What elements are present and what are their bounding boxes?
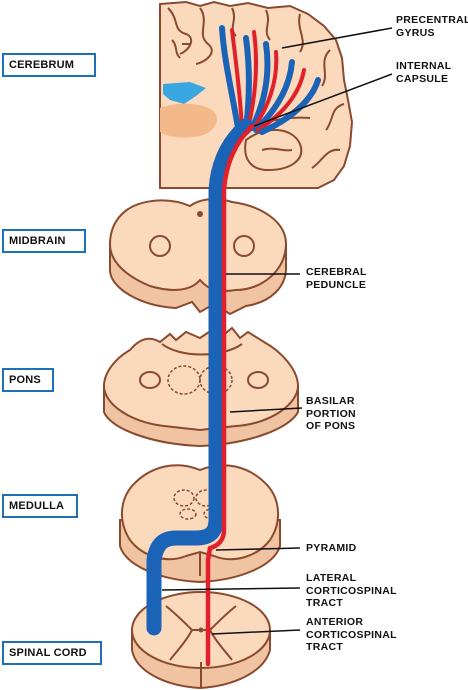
sulcus-1 (167, 7, 193, 55)
aqueduct (197, 211, 203, 217)
leader-lateral-tract (161, 587, 301, 591)
level-label-pons: PONS (2, 368, 54, 392)
level-label-cerebrum: CEREBRUM (2, 53, 96, 77)
label-basilar-pons: BASILAR PORTION OF PONS (306, 395, 356, 432)
pons-section (102, 326, 300, 448)
sulcus-5 (298, 13, 304, 53)
fourth-ventricle (161, 343, 243, 356)
pons-lobe-right (247, 371, 269, 389)
label-precentral-gyrus: PRECENTRAL GYRUS (396, 14, 468, 39)
fiber-red-2 (246, 30, 258, 130)
olive-left (173, 489, 195, 507)
level-label-midbrain: MIDBRAIN (2, 229, 86, 253)
leader-anterior-tract (211, 629, 301, 635)
fiber-red-3 (252, 50, 279, 130)
fiber-blue-1 (219, 25, 241, 131)
leader-basilar-pons (229, 407, 303, 413)
sulcus-7 (325, 103, 345, 131)
leader-internal-capsule (253, 73, 393, 127)
label-anterior-tract: ANTERIOR CORTICOSPINAL TRACT (306, 616, 397, 653)
pons-lobe-left (139, 371, 161, 389)
lateral-tract-fibers (146, 118, 254, 636)
temporal-lobe (244, 128, 303, 172)
corticospinal-tract (146, 118, 255, 667)
sulcus-4 (265, 9, 271, 41)
label-pyramid: PYRAMID (306, 542, 357, 554)
leader-precentral-gyrus (281, 27, 393, 49)
olive-lower-left (179, 508, 197, 520)
fiber-blue-4 (253, 59, 295, 133)
medulla-section (119, 464, 281, 584)
spinal-cord-section (131, 591, 271, 690)
leader-lines (161, 27, 393, 635)
leader-pyramid (215, 547, 301, 551)
temporal-sulcus (261, 147, 293, 152)
level-label-medulla: MEDULLA (2, 494, 78, 518)
central-canal (198, 627, 204, 633)
label-lateral-tract: LATERAL CORTICOSPINAL TRACT (306, 572, 397, 609)
midbrain-nucleus-right (233, 235, 255, 257)
level-label-spinal-cord: SPINAL CORD (2, 641, 102, 665)
cortical-fibers (219, 25, 321, 135)
anterior-tract-fibers (205, 123, 255, 667)
fiber-red-1 (230, 28, 244, 130)
label-internal-capsule: INTERNAL CAPSULE (396, 60, 452, 85)
basal-ganglia (160, 103, 217, 138)
midbrain-nucleus-left (149, 235, 171, 257)
label-cerebral-peduncle: CEREBRAL PEDUNCLE (306, 266, 367, 291)
pons-top (102, 326, 300, 432)
midbrain-section (108, 198, 288, 316)
sulcus-6 (321, 49, 331, 87)
sulcus-8 (311, 148, 341, 169)
midbrain-top (108, 198, 288, 292)
fiber-red-4 (256, 68, 306, 132)
fiber-blue-3 (249, 41, 271, 131)
lateral-ventricle (163, 82, 206, 104)
midline-fissure (171, 39, 190, 59)
fiber-blue-2 (243, 35, 252, 131)
fiber-blue-5 (259, 77, 321, 135)
sulcus-2 (195, 7, 213, 65)
